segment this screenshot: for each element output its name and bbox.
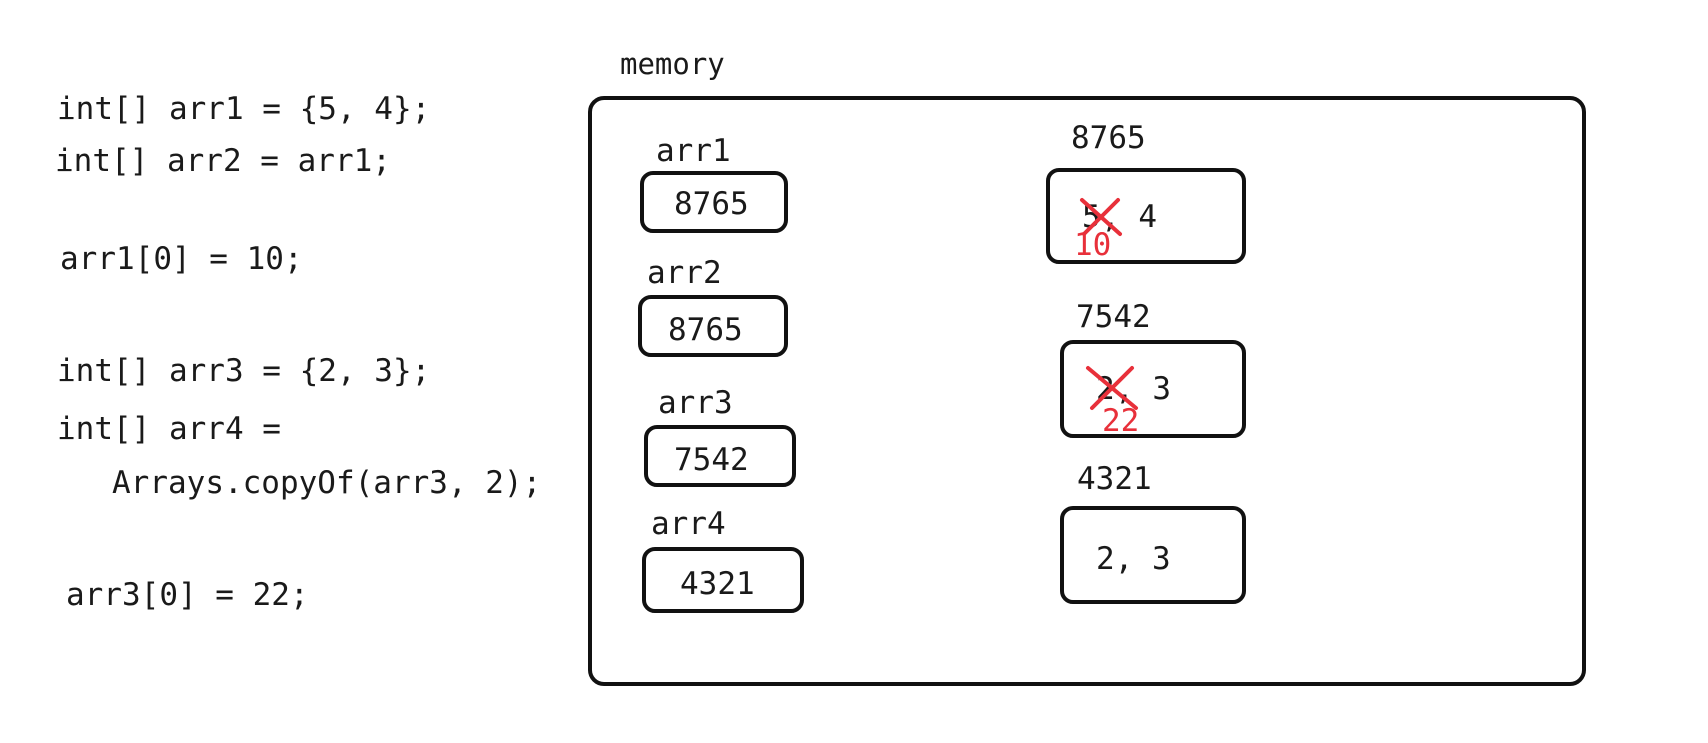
code-line-copyof: Arrays.copyOf(arr3, 2); (112, 465, 542, 501)
array-address-7542: 7542 (1076, 299, 1151, 335)
array-rest-8765: , 4 (1101, 199, 1157, 235)
array-box-8765: 5 , 4 10 (1046, 168, 1246, 264)
variable-box-arr3: 7542 (644, 425, 796, 487)
array-box-4321: 2, 3 (1060, 506, 1246, 604)
array-contents-4321: 2, 3 (1096, 541, 1171, 577)
memory-box (588, 96, 1586, 686)
code-line-arr1-assign: arr1[0] = 10; (60, 241, 303, 277)
code-line-arr3-assign: arr3[0] = 22; (66, 577, 309, 613)
variable-label-arr1: arr1 (656, 133, 731, 169)
array-address-4321: 4321 (1077, 461, 1152, 497)
code-line-arr3-decl: int[] arr3 = {2, 3}; (57, 353, 431, 389)
variable-box-arr4: 4321 (642, 547, 804, 613)
variable-value-arr3: 7542 (674, 442, 749, 478)
array-new-value-8765: 10 (1074, 227, 1112, 263)
variable-box-arr2: 8765 (638, 295, 788, 357)
variable-value-arr4: 4321 (680, 566, 755, 602)
variable-value-arr1: 8765 (674, 186, 749, 222)
array-new-value-7542: 22 (1102, 403, 1140, 439)
strike-cross-icon (1080, 198, 1122, 236)
variable-value-arr2: 8765 (668, 312, 743, 348)
code-line-arr2-decl: int[] arr2 = arr1; (55, 143, 391, 179)
variable-label-arr2: arr2 (647, 255, 722, 291)
variable-label-arr3: arr3 (658, 385, 733, 421)
memory-title: memory (620, 47, 725, 81)
code-line-arr4-decl: int[] arr4 = (57, 411, 281, 447)
code-line-arr1-decl: int[] arr1 = {5, 4}; (57, 91, 431, 127)
array-box-7542: 2 , 3 22 (1060, 340, 1246, 438)
array-address-8765: 8765 (1071, 120, 1146, 156)
variable-label-arr4: arr4 (651, 506, 726, 542)
strike-cross-icon (1086, 366, 1138, 410)
variable-box-arr1: 8765 (640, 171, 788, 233)
